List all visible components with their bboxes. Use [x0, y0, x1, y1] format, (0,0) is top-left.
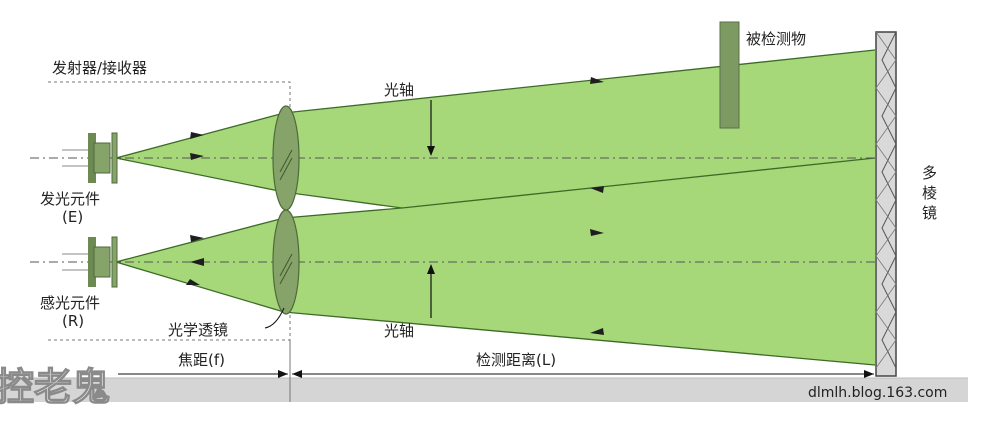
arrow-return-axis	[190, 258, 204, 266]
arrow-return-upper	[590, 186, 604, 193]
arrow-return-lower-near	[186, 279, 200, 285]
receiver-beam	[116, 158, 875, 365]
lens-pointer	[264, 307, 285, 329]
arrow-emit-upper-near	[190, 132, 204, 139]
receiver-beam-upper-edge	[115, 157, 876, 263]
corner-cube-reflector	[875, 31, 897, 377]
ground-strip	[0, 378, 968, 402]
dimension-lines	[118, 370, 874, 378]
emitter-code: (E)	[62, 208, 83, 226]
watermark: 控老鬼	[0, 365, 110, 409]
arrow-emit-lower	[590, 229, 604, 236]
receiver-label: 感光元件	[40, 294, 100, 312]
mirror-label-3: 镜	[922, 204, 937, 222]
optical-axis-pointers	[427, 100, 435, 318]
transceiver-label: 发射器/接收器	[52, 59, 147, 77]
receiver-element	[62, 236, 118, 288]
detected-object	[719, 21, 740, 129]
site-credit: dlmlh.blog.163.com	[808, 385, 947, 401]
receiver-code: (R)	[62, 312, 84, 330]
optical-axis-top-label: 光轴	[384, 81, 414, 99]
mirror-label-2: 棱	[922, 184, 937, 202]
optical-lens	[272, 105, 300, 315]
arrow-emit-upper	[590, 77, 604, 84]
transceiver-bracket	[48, 81, 291, 150]
mirror-label-1: 多	[922, 164, 937, 182]
beam-direction-arrows	[186, 77, 604, 335]
lens-label: 光学透镜	[168, 321, 228, 339]
optical-axis-bottom-label: 光轴	[384, 322, 414, 340]
detection-distance-label: 检测距离(L)	[476, 351, 556, 369]
emitter-label: 发光元件	[40, 190, 100, 208]
arrow-return-near-top	[190, 235, 204, 242]
detected-object-label: 被检测物	[746, 30, 806, 48]
focal-length-label: 焦距(f)	[178, 351, 225, 369]
arrow-return-lower	[590, 328, 604, 335]
arrow-emit-axis-near	[190, 153, 204, 160]
emitter-element	[62, 132, 118, 184]
